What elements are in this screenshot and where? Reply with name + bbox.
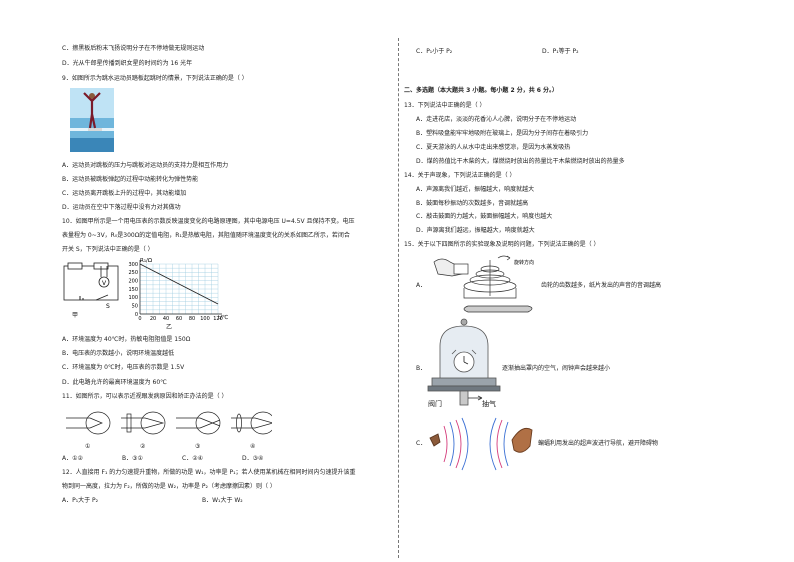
fig-a-label: A．: [416, 282, 427, 289]
figure-label-jia: 甲: [72, 312, 79, 319]
eye-diagrams: [66, 411, 272, 435]
q14-stem: 14．关于声现象，下列说法正确的是（ ）: [404, 172, 516, 179]
eye-diagram-2: [121, 411, 166, 435]
r1-label: R: [70, 262, 74, 264]
r0-label: R: [96, 262, 100, 264]
eye-label-2: ②: [140, 443, 146, 450]
chart-series-line: [139, 263, 219, 305]
voltmeter-label: V: [102, 280, 107, 287]
q10-stem-line1: 10．如图甲所示是一个用电压表的示数反映温度变化的电路原理图，其中电源电压 U=…: [62, 218, 355, 225]
q9-option-c: C．运动员离开跳板上升的过程中，其动能增加: [62, 190, 187, 197]
q14-option-c: C．敲击鼓面的力越大，鼓面振幅越大，响度也越大: [416, 213, 553, 220]
fig-c-label: C．: [416, 440, 427, 447]
q14-option-b: B．鼓面每秒振动的次数越多，音调就越高: [416, 200, 529, 207]
q10-stem-line2: 表量程为 0~3V，R₀是300Ω的定值电阻，R₁是热敏电阻，其阻值随环境温度变…: [62, 232, 350, 239]
chart-y-tick-label: 150: [128, 287, 138, 293]
fig-b-caption: 逐渐抽出罩内的空气，闹钟声会越来越小: [502, 365, 611, 372]
q13-option-a: A．走进花店，淡淡的花香沁人心脾，说明分子在不停地运动: [416, 116, 577, 123]
bell-jar-figure: [427, 318, 501, 406]
q8-option-d: D．光从牛郎星传播到织女星的时间约为 16 光年: [62, 60, 193, 67]
switch-label: S: [106, 303, 110, 310]
q10-option-b: B．电压表的示数越小，说明环境温度越低: [62, 350, 175, 357]
q15-stem: 15．关于以下四图所示的实验现象及说明的问题，下列说法正确的是（ ）: [404, 241, 600, 248]
q14-option-d: D．声源离我们越远，振幅越大，响度就越大: [416, 227, 535, 234]
chart-y-axis-label: R₁/Ω: [140, 258, 152, 264]
eye-label-3: ③: [195, 443, 201, 450]
bat-echolocation-figure: [429, 417, 533, 471]
chart-y-tick-label: 50: [132, 303, 138, 309]
eye-label-4: ④: [250, 443, 256, 450]
q13-option-d: D．煤的热值比干木柴的大，煤燃烧时放出的热量比干木柴燃烧时放出的热量多: [416, 158, 625, 165]
circuit-diagram: R R V S: [63, 262, 119, 310]
q12-option-c: C．P₁小于 P₂: [416, 48, 453, 55]
q10-option-d: D．此电路允许的最高环境温度为 60℃: [62, 379, 167, 386]
eye-diagram-1: [66, 411, 111, 435]
eye-diagram-3: [176, 411, 221, 435]
eye-label-1: ①: [85, 443, 91, 450]
chart-x-tick-label: 60: [176, 316, 182, 322]
q13-stem: 13．下列说法中正确的是（ ）: [404, 102, 486, 109]
q11-stem: 11．如图所示，可以表示近视眼发病原因和矫正办法的是（ ）: [62, 393, 228, 400]
q13-option-c: C．夏天游泳的人从水中走出来感觉凉，是因为水蒸发吸热: [416, 144, 571, 151]
chart-x-tick-label: 100: [200, 316, 210, 322]
q14-option-a: A．声源离我们越近，振幅越大，响度就越大: [416, 186, 535, 193]
chart-y-tick-label: 0: [135, 312, 138, 318]
diver-photo: [70, 88, 114, 152]
q11-option-c: C．②④: [182, 455, 203, 462]
q11-option-b: B．③①: [122, 455, 143, 462]
q12-stem-line1: 12．人直接用 F₁ 的力匀速提升重物，所做的功是 W₁，功率是 P₁；若人使用…: [62, 469, 356, 476]
chart-y-tick-label: 250: [128, 270, 138, 276]
q10-option-a: A．环境温度为 40℃时，热敏电阻阻值是 150Ω: [62, 336, 191, 343]
chart-x-axis-label: t/℃: [218, 314, 228, 321]
q9-option-d: D．运动员在空中下落过程中没有力对其做功: [62, 204, 181, 211]
gear-card-figure: 旋转方向: [433, 255, 534, 313]
chart-x-tick-label: 120: [213, 316, 223, 322]
fig-c-caption: 蝙蝠利用发出的超声波进行导航，避开障碍物: [538, 440, 659, 447]
fig-a-caption: 齿轮的齿数越多，纸片发出的声音的音调越高: [541, 282, 662, 289]
q9-option-a: A．运动员对跳板的压力与跳板对运动员的支持力是相互作用力: [62, 162, 229, 169]
rotation-direction-label: 旋转方向: [514, 259, 534, 266]
eye-diagram-4: [231, 411, 272, 435]
q9-option-b: B．运动员被跳板弹起的过程中动能转化为弹性势能: [62, 176, 199, 183]
section-2-heading: 二、多选题（本大题共 3 小题。每小题 2 分，共 6 分。）: [404, 87, 559, 94]
q12-stem-line2: 物到同一高度，拉力为 F₂，所做的功是 W₂，功率是 P₂（考虑摩擦因素）则（ …: [62, 483, 276, 490]
fig-b-air-label: 抽气: [482, 400, 496, 408]
q10-stem-line3: 开关 S，下列说法中正确的是（ ）: [62, 246, 154, 253]
chart-y-tick-label: 200: [128, 278, 138, 284]
chart-x-tick-label: 80: [189, 316, 195, 322]
chart-y-tick-label: 300: [128, 262, 138, 268]
q12-option-a: A．P₁大于 P₂: [62, 497, 99, 504]
fig-b-valve-label: 阀门: [428, 400, 442, 408]
q11-option-a: A．①②: [62, 455, 83, 462]
chart-y-tick-label: 100: [128, 295, 138, 301]
q11-option-d: D．③④: [242, 455, 264, 462]
fig-b-label: B．: [416, 365, 427, 372]
q13-option-b: B．塑料吸盘能牢牢地吸附在玻璃上，是因为分子间存在着吸引力: [416, 130, 589, 137]
chart-x-tick-label: 0: [138, 316, 141, 322]
q8-option-c: C．擦黑板后粉末飞扬说明分子在不停地做无规则运动: [62, 45, 205, 52]
q12-option-b: B．W₁大于 W₂: [202, 497, 243, 504]
q9-stem: 9．如图所示为跳水运动员踏板起跳时的情景，下列说法正确的是（ ）: [62, 75, 248, 82]
chart-x-tick-label: 20: [150, 316, 156, 322]
q10-option-c: C．环境温度为 0℃时，电压表的示数是 1.5V: [62, 364, 185, 371]
column-divider: [398, 38, 399, 558]
q12-option-d: D．P₁等于 P₂: [542, 48, 579, 55]
figure-label-yi: 乙: [166, 324, 173, 331]
chart-x-tick-label: 40: [163, 316, 169, 322]
